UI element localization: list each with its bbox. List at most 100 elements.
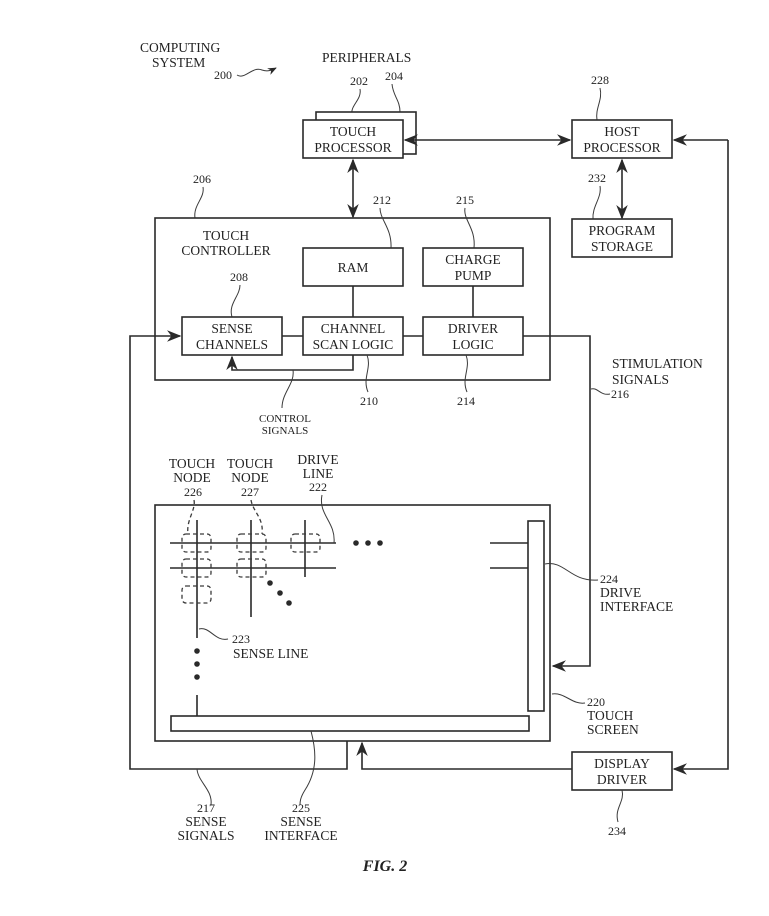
ref-212: 212 (373, 193, 391, 207)
ref-228: 228 (591, 73, 609, 87)
drive-interface-bar (527, 520, 545, 712)
ram-label: RAM (338, 260, 369, 275)
touch-node-226-label-1: TOUCH (169, 456, 216, 471)
touch-controller-label-2: CONTROLLER (181, 243, 270, 258)
sense-line-label: SENSE LINE (233, 646, 308, 661)
touch-node (181, 533, 212, 553)
figure-caption: FIG. 2 (362, 858, 407, 875)
touch-processor-label-1: TOUCH (330, 124, 377, 139)
control-signals-path (226, 355, 354, 371)
leader-226 (187, 499, 195, 535)
ram-box (302, 247, 404, 287)
stimulation-signals-label-2: SIGNALS (612, 372, 669, 387)
host-display-path (672, 140, 729, 775)
leader-214 (464, 354, 468, 393)
ref-224: 224 (600, 572, 618, 586)
ref-220: 220 (587, 695, 605, 709)
ref-223: 223 (232, 632, 250, 646)
ref-217: 217 (197, 801, 215, 815)
touch-processor-label-2: PROCESSOR (314, 140, 391, 155)
control-signals-label-1: CONTROL (259, 413, 311, 425)
ref-234: 234 (608, 824, 626, 838)
leader-232 (592, 185, 601, 220)
leader-217 (196, 768, 212, 806)
svg-text:200: 200 (214, 68, 232, 82)
ref-202: 202 (350, 74, 368, 88)
touch-controller-label-1: TOUCH (203, 228, 250, 243)
sense-interface-label-1: SENSE (280, 814, 321, 829)
sense-interface-label-2: INTERFACE (264, 828, 337, 843)
touch-node (181, 558, 212, 578)
charge-pump-label-1: CHARGE (445, 252, 501, 267)
drive-interface-label-1: DRIVE (600, 585, 641, 600)
stimulation-signals-label-1: STIMULATION (612, 356, 703, 371)
horizontal-ellipsis-icon (353, 540, 383, 546)
leader-220 (551, 693, 586, 704)
ref-204: 204 (385, 69, 403, 83)
display-driver-label-2: DRIVER (597, 772, 647, 787)
leader-234 (616, 789, 624, 823)
leader-210 (365, 354, 369, 393)
touch-processor-box (302, 119, 404, 159)
channel-scan-logic-label-2: SCAN LOGIC (313, 337, 394, 352)
leader-224 (544, 563, 599, 581)
vertical-ellipsis-icon (194, 648, 200, 680)
touch-node (181, 585, 212, 604)
sense-signals-path (129, 330, 348, 770)
leader-202 (351, 88, 361, 116)
ref-215: 215 (456, 193, 474, 207)
sense-channels-box (181, 316, 283, 356)
charge-pump-label-2: PUMP (455, 268, 492, 283)
ref-210: 210 (360, 394, 378, 408)
program-storage-label-1: PROGRAM (589, 223, 656, 238)
sense-interface-bar (170, 715, 530, 732)
leader-227 (250, 499, 263, 535)
display-driver-box (571, 751, 673, 791)
control-signals-label-2: SIGNALS (262, 425, 308, 437)
leader-215 (464, 207, 475, 249)
host-processor-label-1: HOST (604, 124, 640, 139)
peripherals-label: PERIPHERALS (322, 50, 411, 65)
leader-228 (596, 87, 602, 121)
touch-screen-label-1: TOUCH (587, 708, 634, 723)
program-storage-label-2: STORAGE (591, 239, 653, 254)
stimulation-signals-path (523, 335, 591, 672)
svg-text:SYSTEM: SYSTEM (152, 55, 205, 70)
program-storage-box (571, 218, 673, 258)
leader-208 (230, 284, 241, 318)
display-driver-label-1: DISPLAY (594, 756, 650, 771)
drive-line-label-2: LINE (303, 466, 334, 481)
sense-channels-label-2: CHANNELS (196, 337, 268, 352)
ref-206: 206 (193, 172, 211, 186)
leader-222 (320, 494, 335, 544)
leader-225 (299, 730, 316, 806)
touch-screen-box (154, 504, 551, 742)
driver-logic-label-2: LOGIC (452, 337, 493, 352)
ref-222: 222 (309, 480, 327, 494)
leader-212 (379, 207, 392, 249)
touch-node (236, 533, 267, 553)
sense-signals-label-1: SENSE (185, 814, 226, 829)
ref-232: 232 (588, 171, 606, 185)
ref-208: 208 (230, 270, 248, 284)
channel-scan-logic-label-1: CHANNEL (321, 321, 386, 336)
leader-control-signals (281, 369, 294, 409)
ref-216: 216 (611, 387, 629, 401)
touch-node (236, 558, 267, 578)
computing-system-arrow-icon (236, 67, 277, 77)
ref-226: 226 (184, 485, 202, 499)
ref-214: 214 (457, 394, 475, 408)
drive-line-label-1: DRIVE (297, 452, 338, 467)
host-processor-label-2: PROCESSOR (583, 140, 660, 155)
diagonal-ellipsis-icon (267, 580, 292, 606)
ref-225: 225 (292, 801, 310, 815)
computing-system-label: COMPUTING SYSTEM 200 (140, 40, 277, 82)
touch-node (290, 533, 321, 553)
leader-206 (194, 186, 204, 219)
driver-logic-label-1: DRIVER (448, 321, 498, 336)
touch-node-227-label-2: NODE (231, 470, 269, 485)
leader-204 (391, 83, 401, 113)
host-processor-box (571, 119, 673, 159)
leader-223 (198, 628, 229, 640)
